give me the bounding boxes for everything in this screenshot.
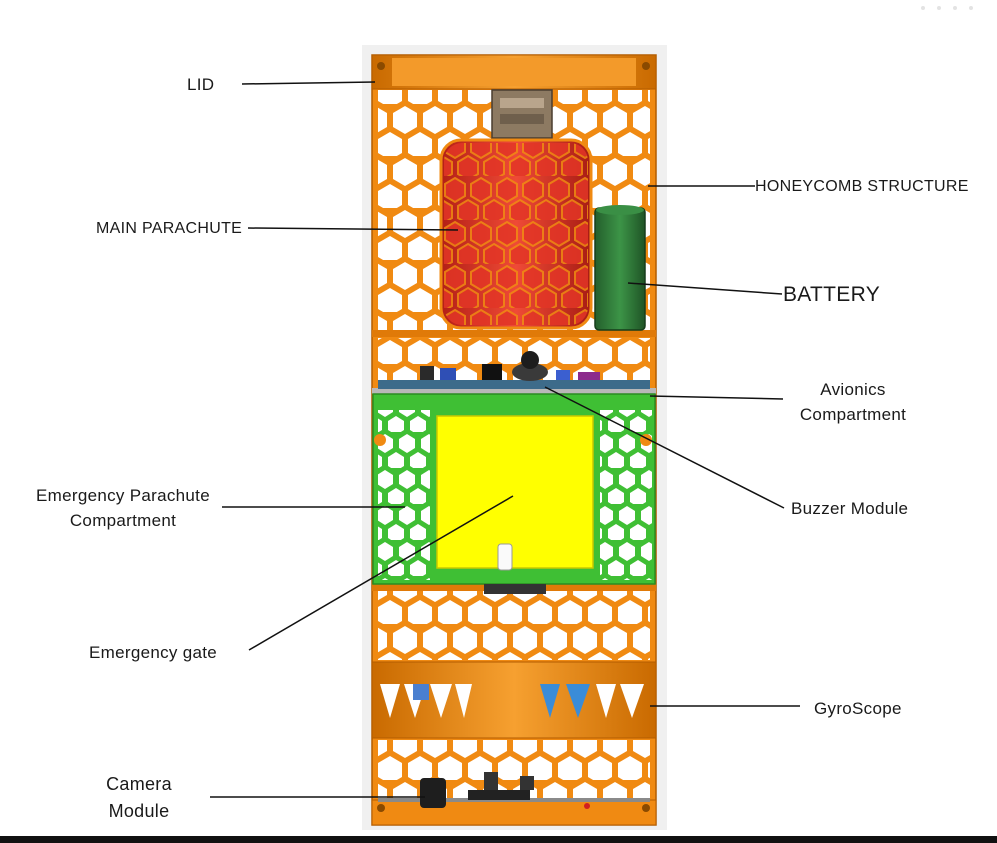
battery-part (594, 205, 646, 331)
leader-lines (210, 81, 800, 798)
label-avionics-line2: Compartment (799, 405, 907, 424)
label-honeycomb-structure: HONEYCOMB STRUCTURE (755, 178, 969, 195)
leader-line-battery (627, 282, 783, 295)
bottom-edge-bar (0, 836, 997, 843)
label-camera-module: Camera Module (96, 771, 182, 825)
label-camera-line1: Camera (106, 774, 172, 794)
servo-part (491, 89, 553, 139)
label-avionics-line1: Avionics (820, 380, 886, 399)
gyroscope-band (371, 661, 657, 739)
label-emergency-parachute-line1: Emergency Parachute (36, 486, 210, 505)
label-emergency-parachute-compartment: Emergency Parachute Compartment (22, 483, 224, 533)
label-buzzer-module: Buzzer Module (791, 499, 909, 518)
leader-line-emergency-gate (248, 495, 514, 651)
label-emergency-parachute-line2: Compartment (69, 511, 177, 530)
leader-line-main-parachute (247, 227, 459, 231)
label-lid: LID (187, 75, 215, 94)
leader-line-avionics (649, 395, 784, 400)
label-emergency-gate: Emergency gate (89, 643, 217, 662)
avionics-board (378, 351, 650, 389)
label-battery: BATTERY (783, 283, 881, 306)
emergency-gate-part (436, 415, 594, 594)
lid-part (371, 54, 657, 90)
label-avionics-compartment: Avionics Compartment (788, 377, 918, 427)
label-camera-line2: Module (108, 801, 170, 821)
leader-line-lid (241, 81, 376, 85)
main-parachute-part (439, 138, 593, 330)
label-gyroscope: GyroScope (814, 699, 902, 718)
camera-module-part (371, 772, 657, 826)
window-dots (921, 6, 973, 10)
label-main-parachute: MAIN PARACHUTE (96, 220, 243, 237)
leader-line-buzzer (544, 386, 785, 509)
